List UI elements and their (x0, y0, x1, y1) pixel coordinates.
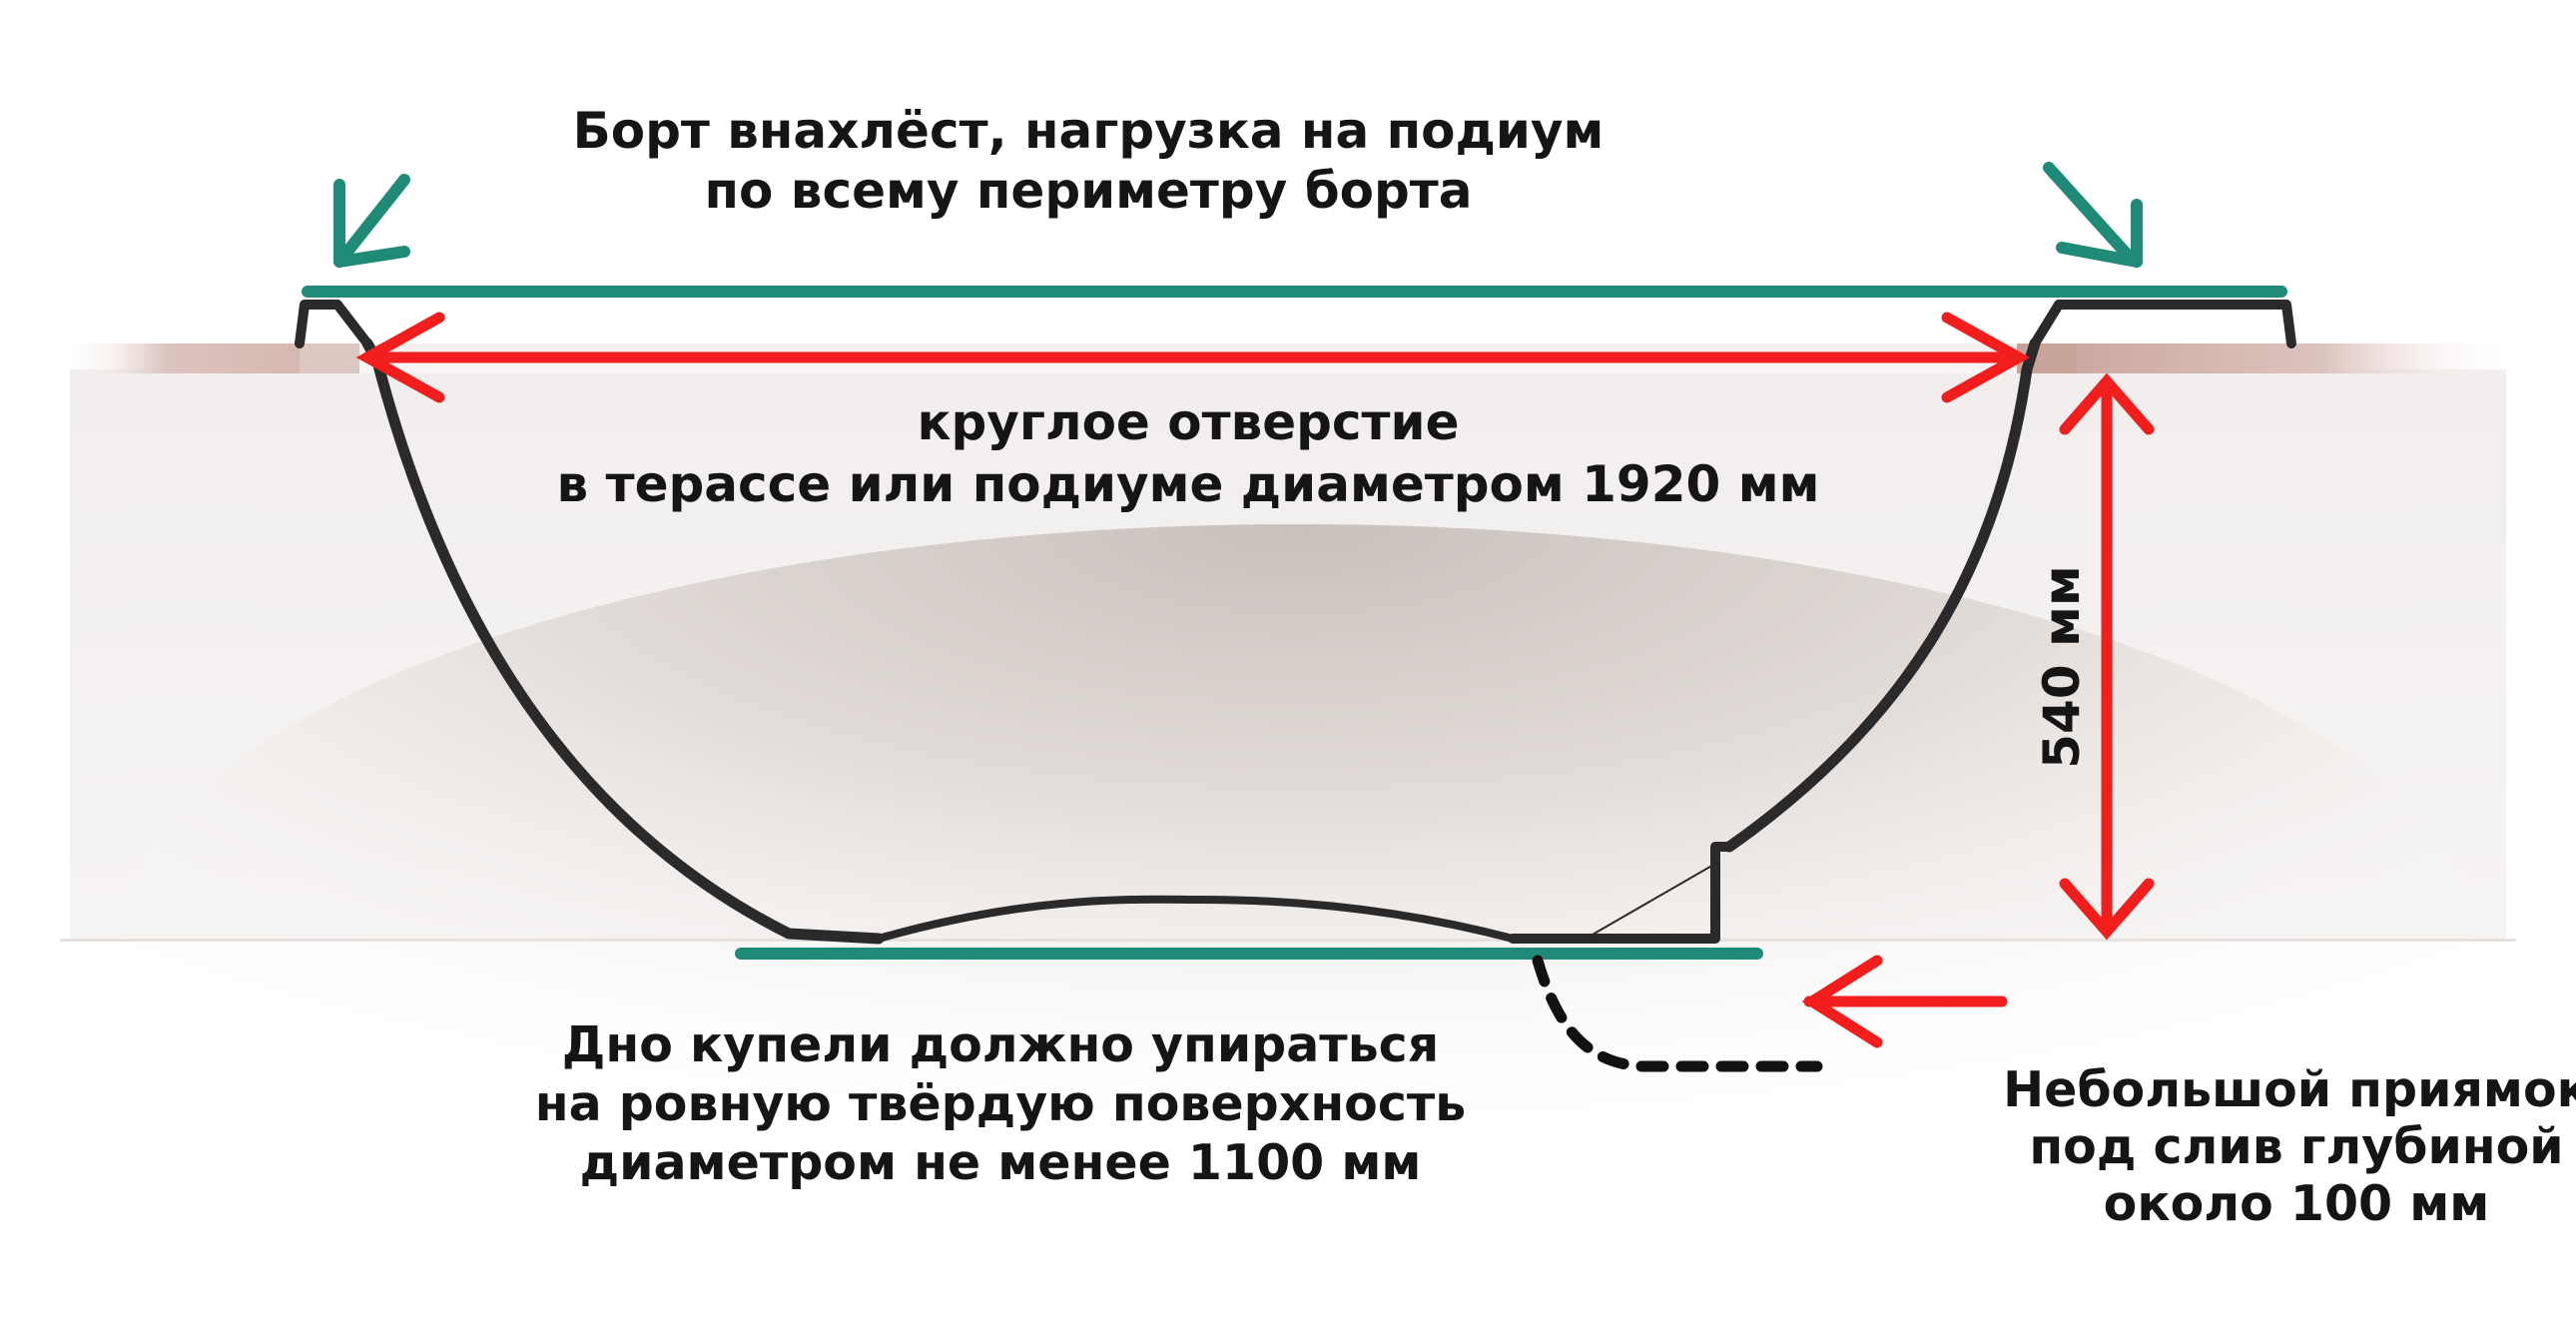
opening-label-line2: в терассе или подиуме диаметром 1920 мм (557, 455, 1820, 513)
arrow-head-up-icon (2059, 372, 2155, 435)
pit-label-line3: около 100 мм (2104, 1175, 2490, 1232)
drain-pit-dashed-outline (1532, 955, 1823, 1072)
ground-shadow (120, 524, 2476, 1317)
pit-label-line2: под слив глубиной (2029, 1118, 2563, 1175)
arrow-head-down-icon (2059, 878, 2155, 941)
dimension-markers (355, 312, 2155, 1048)
bottom-label-line2: на ровную твёрдую поверхность (535, 1075, 1467, 1132)
arrow-head-right-icon (1941, 312, 2031, 403)
rim-label-line2: по всему периметру борта (705, 162, 1473, 220)
tub-floor-dome (875, 895, 1517, 943)
rim-label-line1: Борт внахлёст, нагрузка на подиум (573, 102, 1605, 160)
rim-arrow-left-icon (333, 174, 410, 268)
tub-outline (295, 300, 2296, 945)
opening-diameter-arrow (355, 312, 2031, 403)
ground-surface-line (60, 939, 2516, 942)
opening-label-line1: круглое отверстие (918, 393, 1460, 451)
tub-drain-diagonal (1585, 863, 1716, 940)
tub-wall-right (1723, 337, 2041, 853)
pit-label-line1: Небольшой приямок (2003, 1061, 2576, 1118)
depth-dimension-arrow (2059, 372, 2155, 941)
arrow-head-left-icon (355, 312, 445, 403)
tub-rim-right (2030, 300, 2296, 348)
depth-label: 540 мм (2033, 565, 2091, 769)
tub-rim-left (295, 300, 372, 348)
bottom-label-line3: диаметром не менее 1100 мм (580, 1134, 1422, 1191)
arrow-head-pointer-icon (1801, 955, 1883, 1048)
tub-drain-step (1508, 842, 1734, 944)
deck-plank-right (2037, 343, 2516, 373)
tub-wall-left (361, 337, 885, 945)
drain-pit-arrow (1801, 955, 2008, 1048)
rim-arrow-right-icon (2043, 162, 2143, 268)
rim-support-markers (302, 162, 2287, 960)
background-shading (60, 369, 2516, 1317)
bottom-label-line1: Дно купели должно упираться (562, 1016, 1439, 1073)
deck-opening-edge-left (300, 343, 359, 373)
